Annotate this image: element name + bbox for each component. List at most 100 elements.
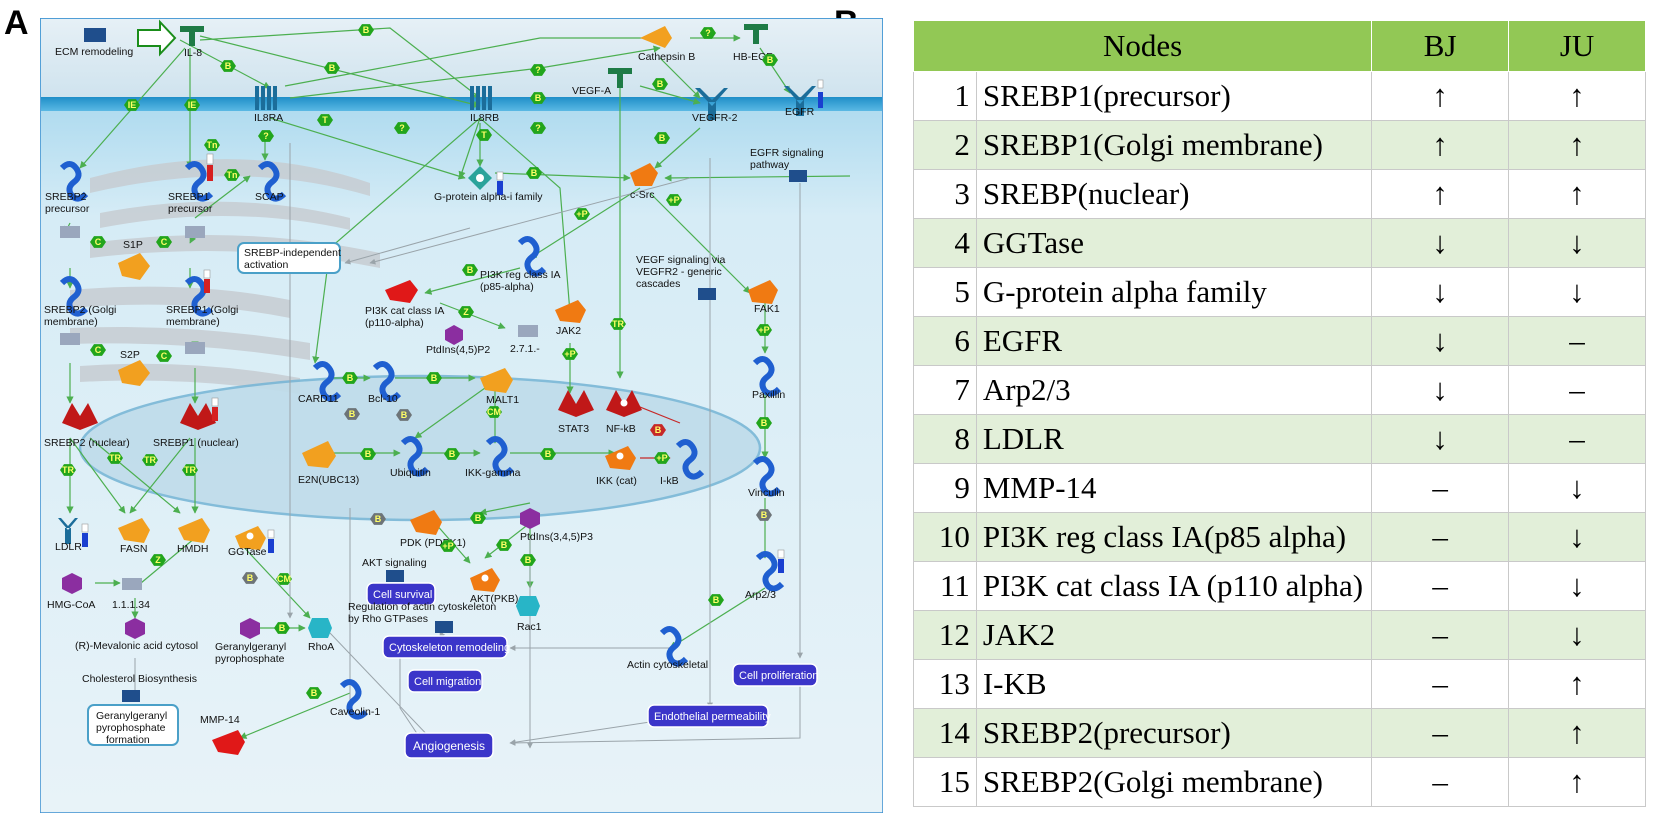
edge-label-green: B — [654, 132, 670, 144]
srebp-independent-label-1: SREBP-independent — [244, 247, 341, 259]
bcl10-label: Bcl-10 — [368, 393, 398, 405]
svg-text:T: T — [481, 130, 487, 140]
svg-text:+P: +P — [576, 209, 587, 219]
bj-value: – — [1371, 708, 1510, 758]
srebp2-precursor-label-1: SREBP2 — [45, 191, 87, 203]
ju-value: ↑ — [1508, 71, 1646, 121]
actin-cytoskeletal-label: Actin cytoskeletal — [627, 659, 708, 671]
edge-label-green: C — [156, 350, 172, 362]
svg-text:B: B — [545, 449, 552, 459]
ikk-gamma-label: IKK-gamma — [465, 467, 521, 479]
srebp1-golgi-level-up — [204, 279, 210, 293]
vinculin-node — [752, 456, 782, 497]
edge-label-green: TR — [142, 454, 158, 466]
ptdins345p3-label: PtdIns(3,4,5)P3 — [520, 531, 593, 543]
svg-text:IE: IE — [128, 100, 137, 110]
srebp1-precursor-level-up — [207, 165, 213, 181]
svg-text:B: B — [767, 55, 774, 65]
ju-value: – — [1508, 414, 1646, 464]
svg-text:TR: TR — [184, 465, 196, 475]
endothelial-box — [647, 704, 769, 728]
svg-text:+P: +P — [564, 349, 575, 359]
svg-text:B: B — [525, 555, 532, 565]
cathepsin-b-label: Cathepsin B — [638, 51, 695, 63]
svg-text:+P: +P — [442, 541, 453, 551]
hmdh-node — [178, 518, 210, 543]
bcl10-node — [372, 361, 402, 402]
ikk-cat-label: IKK (cat) — [596, 475, 637, 487]
pdk-node — [410, 510, 442, 535]
vegfr2-node — [695, 88, 728, 120]
bj-value: ↑ — [1371, 71, 1510, 121]
edge-label-green: B — [462, 264, 478, 276]
bj-value: ↑ — [1371, 169, 1510, 219]
cell-migration-label: Cell migration — [414, 676, 481, 688]
fak1-label: FAK1 — [754, 303, 780, 315]
svg-text:C: C — [161, 351, 168, 361]
c-src-node — [630, 163, 658, 186]
process-edges — [132, 143, 803, 749]
svg-text:+P: +P — [656, 453, 667, 463]
big-arrow — [137, 19, 177, 57]
bj-value: – — [1371, 757, 1510, 807]
edge-label-green: B — [496, 539, 512, 551]
nfkb-node — [606, 390, 642, 417]
ju-value: ↓ — [1508, 610, 1646, 660]
card11-node — [312, 361, 342, 402]
srebp1-golgi-label-1: SREBP1 (Golgi — [166, 304, 238, 316]
edge-label-green: B — [756, 417, 772, 429]
row-number: 8 — [913, 414, 977, 464]
ldlr-level-empty — [81, 523, 89, 533]
ju-value: – — [1508, 365, 1646, 415]
node-name: Arp2/3 — [975, 365, 1373, 415]
edge-label-green: B — [306, 687, 322, 699]
srebp1-precursor-level-empty — [206, 153, 214, 165]
ggpp-node — [240, 618, 260, 639]
svg-text:B: B — [247, 573, 254, 583]
fasn-node — [118, 518, 150, 543]
cell-migration-box — [407, 669, 483, 693]
akt-signaling-node — [386, 570, 404, 582]
ju-value: ↓ — [1508, 561, 1646, 611]
ldlr-node — [58, 518, 78, 544]
header-bj: BJ — [1371, 20, 1510, 72]
ecm-remodeling-label: ECM remodeling — [55, 46, 133, 58]
srebp1-precursor-label-2: precursor — [168, 203, 213, 215]
srebp2-nuclear-node — [62, 403, 98, 430]
hmg-coa-node — [62, 573, 82, 594]
srebp1-golgi-label-2: membrane) — [166, 316, 220, 328]
edge-label-green: CM — [276, 573, 292, 585]
egfr-level-down — [818, 92, 823, 108]
rac1-node — [516, 596, 540, 616]
ptdins345p3-node — [520, 508, 540, 529]
ptdins45p2-label: PtdIns(4,5)P2 — [426, 344, 490, 356]
ikk-cat-core — [616, 452, 624, 460]
svg-text:B: B — [401, 410, 408, 420]
edge-label-green: Z — [150, 554, 166, 566]
ubiquitin-label: Ubiquitin — [390, 467, 431, 479]
egfr-node — [784, 86, 816, 116]
edge-label-green: C — [90, 344, 106, 356]
svg-text:B: B — [363, 25, 370, 35]
mevalonic-label: (R)-Mevalonic acid cytosol — [75, 640, 198, 652]
endothelial-label: Endothelial permeability — [654, 711, 771, 723]
edge-label-grey: B — [344, 408, 360, 420]
row-number: 1 — [913, 71, 977, 121]
vinculin-label: Vinculin — [748, 487, 785, 499]
node-name: JAK2 — [975, 610, 1373, 660]
bj-value: ↓ — [1371, 414, 1510, 464]
edge-label-green: TR — [182, 464, 198, 476]
svg-text:C: C — [161, 237, 168, 247]
ggtase-core — [246, 532, 254, 540]
enz-1-1-1-34-node — [122, 578, 142, 590]
scap-label: SCAP — [255, 191, 284, 203]
srebp1-golgi-node — [184, 276, 214, 317]
svg-text:C: C — [95, 237, 102, 247]
edge-label-green: C — [90, 236, 106, 248]
